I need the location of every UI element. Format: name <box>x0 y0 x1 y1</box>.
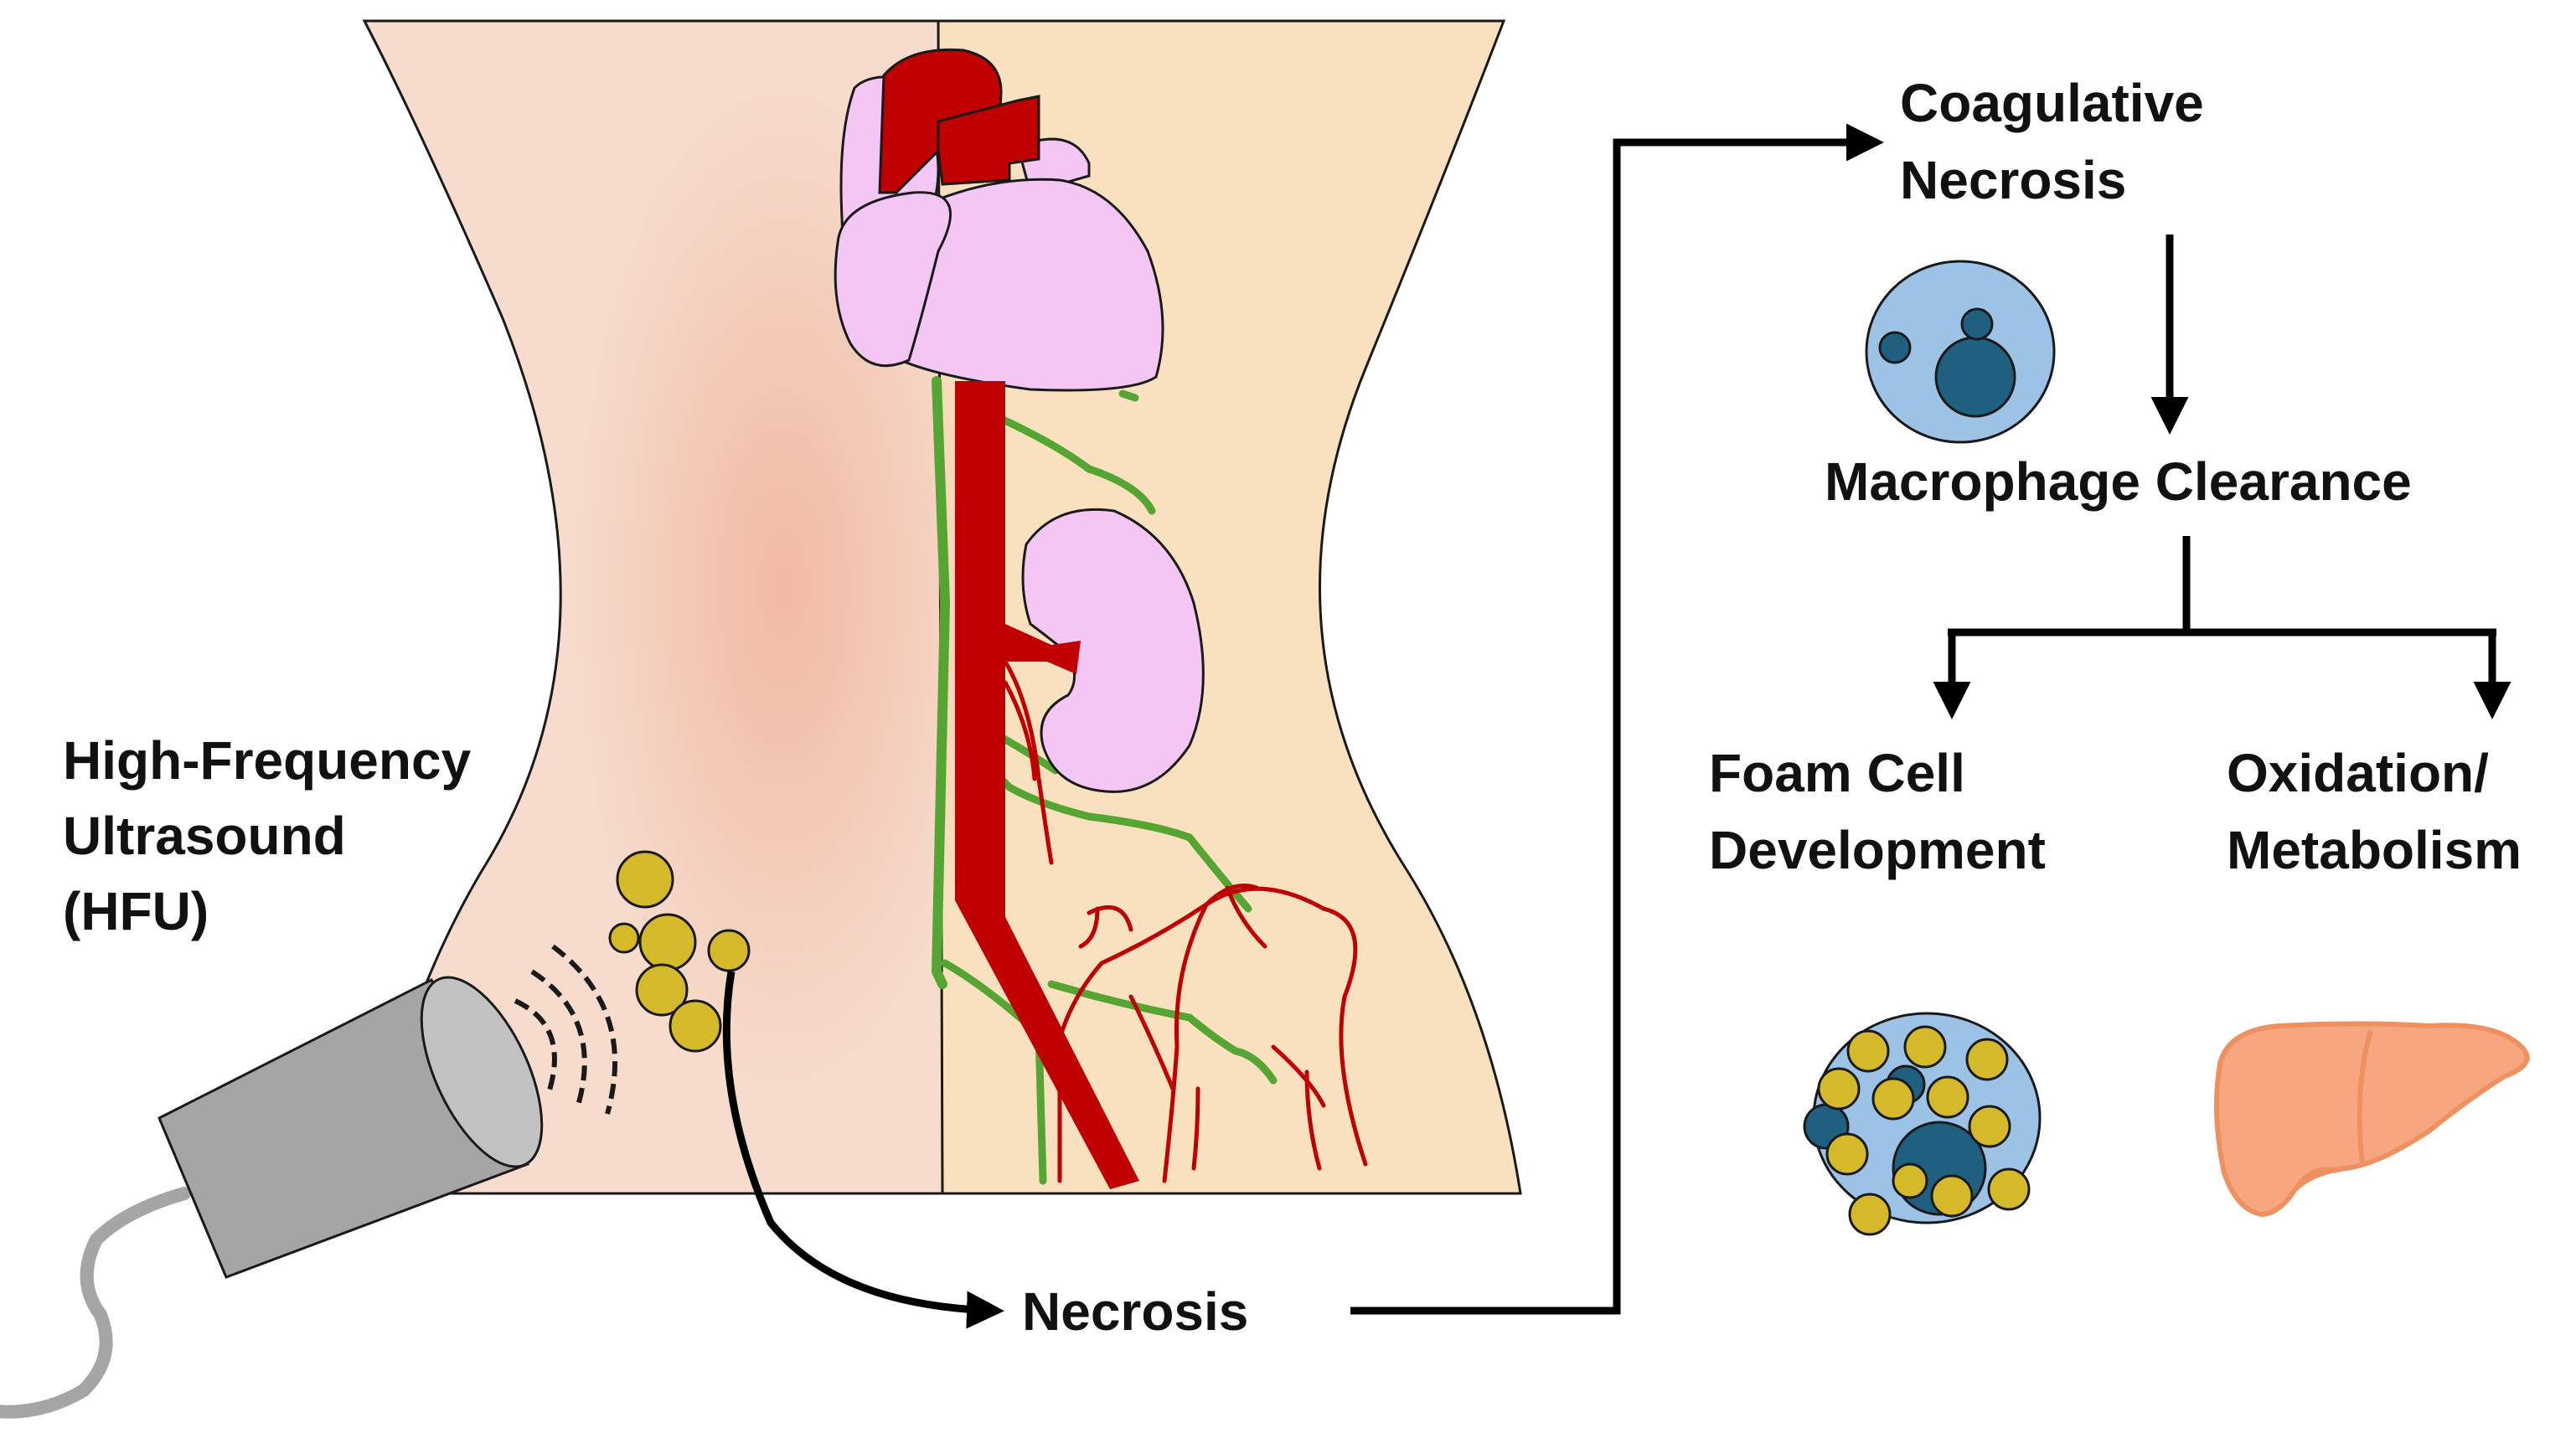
pulmonary-trunk <box>937 95 1040 186</box>
nerve-branch-6 <box>1118 389 1139 402</box>
cell-nucleus <box>1960 307 1994 341</box>
hfu-label-line1: High-Frequency <box>63 730 472 791</box>
artery-branch-9 <box>1078 906 1100 949</box>
nerve-branch-5 <box>1047 980 1278 1085</box>
artery-branch-5 <box>1162 902 1209 1183</box>
hfu-label-line3: (HFU) <box>63 881 209 941</box>
nerve-trunk <box>931 376 951 989</box>
fat-cells <box>608 850 751 1053</box>
coagulative-label-line1: Coagulative <box>1900 73 2204 133</box>
ultrasound-waves <box>514 944 618 1115</box>
oxidation-label-line1: Oxidation/ <box>2227 743 2489 803</box>
fat-cell <box>608 922 640 954</box>
artery-branch-7 <box>1225 885 1267 949</box>
artery-branch-13 <box>1191 1086 1200 1171</box>
necrosis-label: Necrosis <box>1022 1281 1248 1342</box>
foam-label-line1: Foam Cell <box>1709 743 1965 803</box>
oxidation-label-line2: Metabolism <box>2227 820 2522 880</box>
artery-branch-4 <box>1204 886 1368 1167</box>
lipid-droplet <box>1987 1167 2031 1211</box>
heart-ventricle-front <box>834 191 952 368</box>
artery-branch-3 <box>1057 902 1209 1183</box>
artery-branch-10 <box>1128 994 1175 1091</box>
lipid-droplet <box>1848 1193 1892 1236</box>
nerve-branch-3 <box>997 775 1252 913</box>
lipid-droplet <box>1817 1067 1861 1111</box>
artery-branch-11 <box>1271 1044 1326 1108</box>
macrophage-cell-icon <box>1865 260 2056 444</box>
arrow-to-coagulative <box>1350 123 1884 1315</box>
ultrasound-probe-icon <box>0 944 618 1419</box>
cell-nucleus <box>1878 331 1912 364</box>
torso-outline <box>362 19 1522 1195</box>
fat-cell <box>616 850 674 909</box>
fat-cell <box>669 999 722 1053</box>
probe-cable <box>0 1187 191 1419</box>
arrows <box>722 123 2511 1329</box>
foam-cell-icon <box>1803 1012 2042 1236</box>
liver-ligament <box>2293 1167 2338 1191</box>
artery-branch-8 <box>1087 905 1133 932</box>
macrophage-label: Macrophage Clearance <box>1825 451 2412 512</box>
lipid-droplet <box>1892 1162 1928 1199</box>
artery-branch-6 <box>1204 884 1259 907</box>
artery-branch-1 <box>1003 659 1054 865</box>
lipid-droplet <box>1965 1038 2009 1081</box>
liver-lobe-divider <box>2357 1029 2373 1165</box>
foam-label-line2: Development <box>1709 820 2046 880</box>
artery-branch-2 <box>1003 680 1037 781</box>
cell-nucleus <box>1934 336 2016 418</box>
lipid-droplet <box>1968 1105 2011 1148</box>
lipid-droplet <box>1825 1132 1869 1176</box>
hfu-label-line2: Ultrasound <box>63 806 346 866</box>
lipid-droplet <box>1930 1174 1974 1218</box>
lipid-droplet <box>1926 1075 1969 1119</box>
arrow-to-necrosis <box>722 971 1004 1329</box>
lipid-droplet <box>1846 1029 1890 1073</box>
fat-cell <box>635 963 689 1017</box>
labels: High-Frequency Ultrasound (HFU) Necrosis… <box>63 73 2522 1342</box>
lipid-droplet <box>1871 1077 1915 1121</box>
coagulative-label-line2: Necrosis <box>1900 150 2126 210</box>
nerve-branch-1 <box>997 415 1156 515</box>
lipid-droplet <box>1903 1025 1947 1069</box>
renal-artery <box>1005 624 1081 674</box>
heart-icon <box>834 48 1164 392</box>
fat-cell <box>638 913 697 972</box>
artery-branch-12 <box>1304 1069 1322 1171</box>
nerves <box>931 376 1278 1185</box>
fat-cell <box>707 929 751 972</box>
aorta-descending <box>955 381 1139 1189</box>
arteries <box>955 381 1368 1189</box>
liver-shape <box>2214 1021 2530 1218</box>
liver-icon <box>2214 1021 2530 1218</box>
probe-head <box>420 976 544 1168</box>
